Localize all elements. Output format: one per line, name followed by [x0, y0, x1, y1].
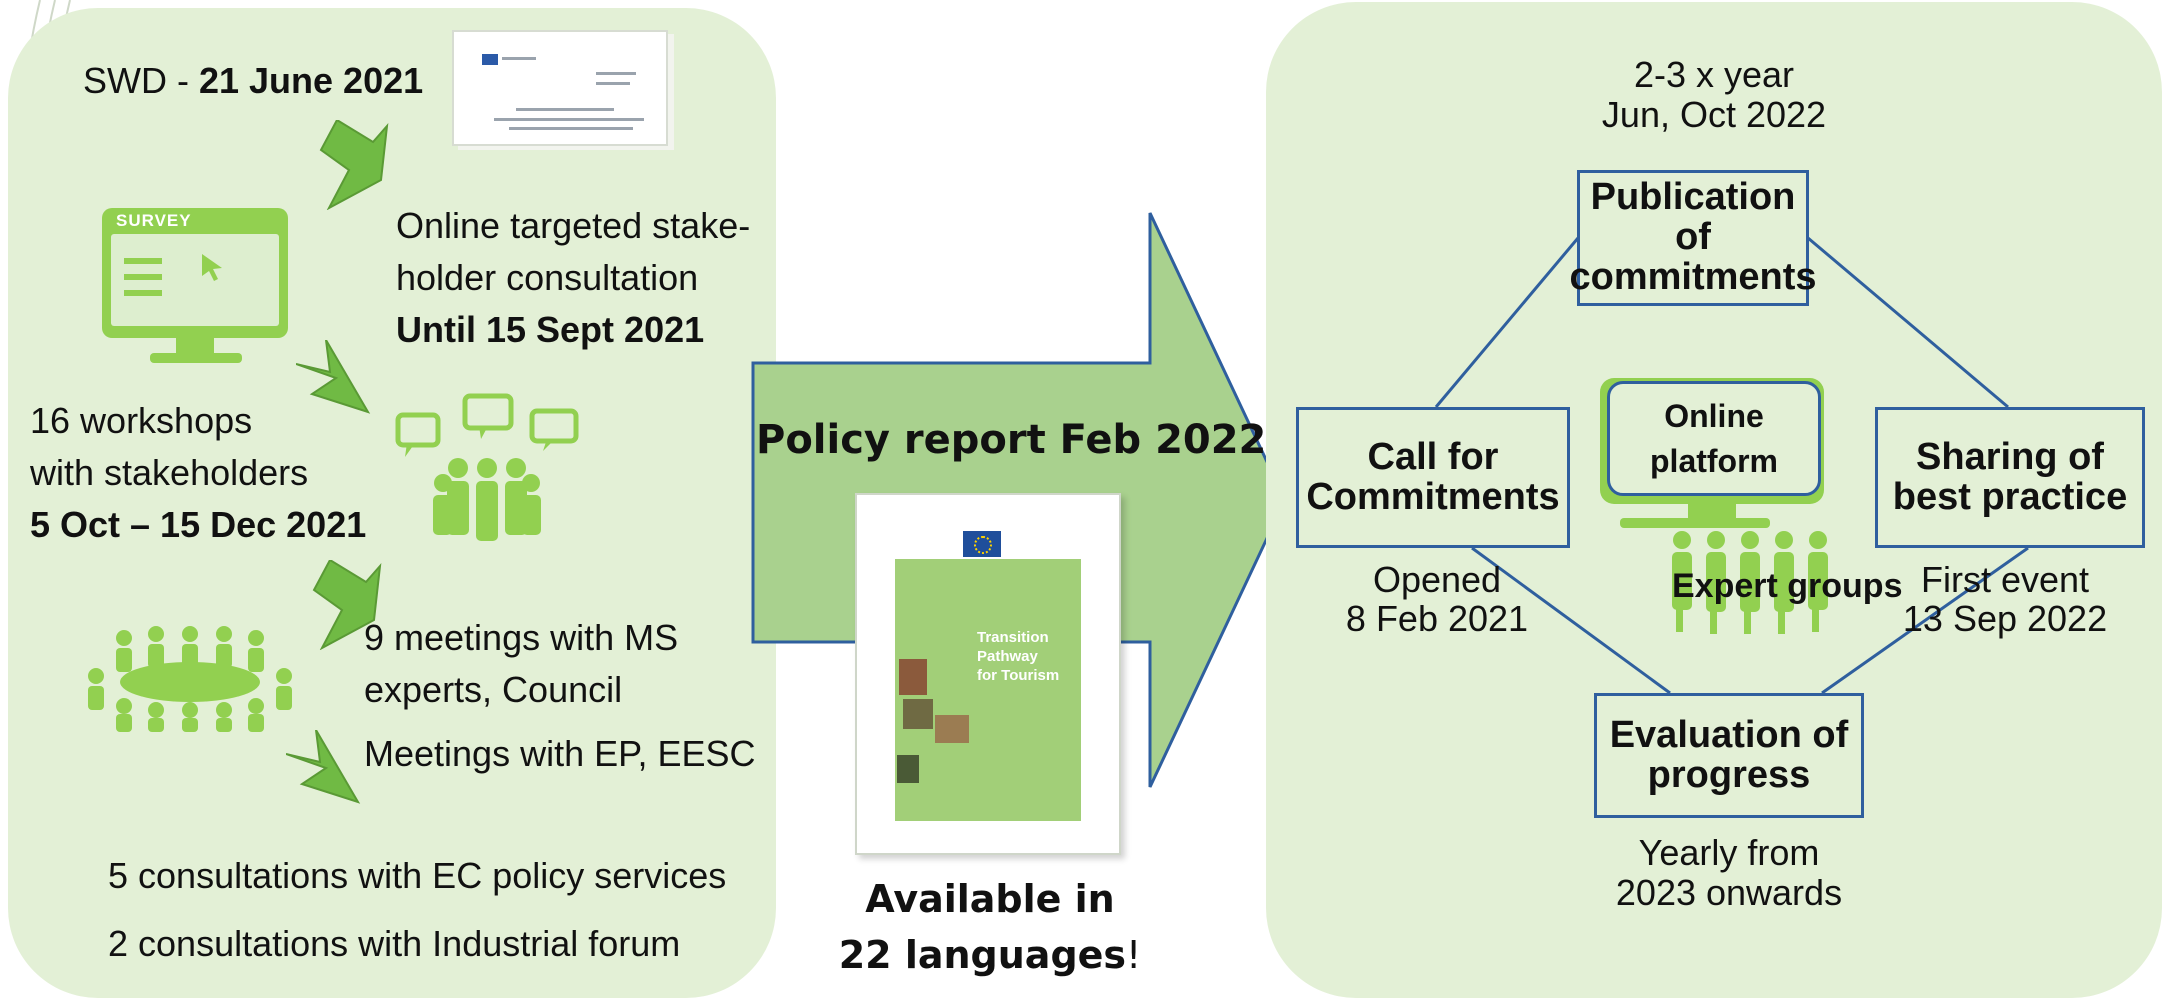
cover-title-line2: Pathway	[977, 648, 1038, 665]
survey-line	[124, 258, 162, 264]
swd-prefix: SWD -	[83, 60, 199, 101]
cover-title-line1: Transition	[977, 629, 1049, 646]
frequency-line2: Jun, Oct 2022	[1601, 94, 1827, 135]
expert-group-icon	[1672, 531, 1828, 634]
evaluation-line2: progress	[1647, 753, 1811, 796]
publication-line1: Publication of	[1590, 176, 1796, 259]
survey-monitor-icon: SURVEY	[102, 208, 288, 338]
chevron-down-icon	[319, 120, 389, 210]
survey-line	[124, 274, 162, 280]
cover-artwork: Transition Pathway for Tourism	[895, 559, 1081, 821]
survey-line	[124, 290, 162, 296]
survey-label: SURVEY	[116, 211, 192, 230]
survey-screen	[111, 234, 279, 326]
cover-photo	[935, 715, 969, 743]
stakeholder-group-icon	[395, 393, 579, 541]
yearly-line1: Yearly from	[1638, 832, 1820, 873]
online-platform-box: Online platform	[1607, 381, 1821, 496]
swd-date: 21 June 2021	[198, 60, 424, 101]
cover-title-line3: for Tourism	[977, 667, 1060, 684]
sharing-line2: best practice	[1892, 475, 2128, 518]
workshops-line1: 16 workshops	[30, 400, 253, 441]
cursor-icon	[202, 254, 222, 281]
first-event-line2: 13 Sep 2022	[1902, 598, 2108, 639]
swd-document-thumbnail	[452, 30, 668, 146]
platform-base	[1620, 518, 1770, 528]
frequency-line1: 2-3 x year	[1633, 54, 1795, 95]
policy-report-cover: Transition Pathway for Tourism	[855, 493, 1121, 855]
eu-logo-icon	[482, 54, 498, 65]
availability-line2: 22 languages!	[800, 928, 1180, 983]
eu-stars-icon	[974, 536, 992, 554]
ms-meetings-line1: 9 meetings with MS	[364, 617, 679, 658]
monitor-stand	[176, 338, 214, 356]
opened-line1: Opened	[1372, 559, 1502, 600]
call-line2: Commitments	[1306, 475, 1560, 518]
consultation-deadline: Until 15 Sept 2021	[396, 309, 705, 350]
expert-groups-label: Expert groups	[1672, 567, 1903, 605]
policy-report-title: Policy report Feb 2022	[756, 417, 1267, 463]
monitor-base	[150, 353, 242, 363]
ep-meetings: Meetings with EP, EESC	[364, 733, 756, 774]
yearly-line2: 2023 onwards	[1615, 872, 1843, 913]
doc-line	[502, 57, 536, 60]
industrial-consultations: 2 consultations with Industrial forum	[108, 923, 681, 964]
doc-line	[509, 127, 633, 130]
availability-exclaim: !	[1126, 933, 1142, 977]
evaluation-line1: Evaluation of	[1609, 713, 1849, 756]
online-line1: Online	[1664, 397, 1764, 434]
consultation-line1: Online targeted stake-	[396, 205, 751, 246]
consultation-panel	[8, 8, 776, 998]
ms-meetings-line2: experts, Council	[364, 669, 623, 710]
call-line1: Call for	[1367, 435, 1499, 478]
workshops-dates: 5 Oct – 15 Dec 2021	[30, 504, 367, 545]
doc-line	[516, 108, 614, 111]
availability-languages: 22 languages	[838, 933, 1127, 977]
doc-line	[596, 72, 636, 75]
chevron-down-icon	[286, 730, 361, 804]
platform-stand	[1688, 502, 1736, 520]
online-line2: platform	[1650, 442, 1778, 479]
cover-photo	[903, 699, 933, 729]
workshops-line2: with stakeholders	[30, 452, 309, 493]
cover-photo	[897, 755, 919, 783]
cover-photo	[899, 659, 927, 695]
eu-flag-icon	[963, 531, 1001, 557]
cycle-connectors	[1434, 236, 2029, 695]
ec-consultations: 5 consultations with EC policy services	[108, 855, 727, 896]
first-event-line1: First event	[1920, 559, 2090, 600]
chevron-down-icon	[296, 340, 371, 414]
availability-line1: Available in	[865, 877, 1115, 921]
sharing-line1: Sharing of	[1916, 435, 2104, 478]
opened-line2: 8 Feb 2021	[1345, 598, 1529, 639]
meeting-table-icon	[88, 626, 292, 732]
doc-line	[494, 118, 644, 121]
swd-label: SWD - 21 June 2021	[83, 55, 423, 107]
doc-line	[596, 82, 630, 85]
publication-line2: commitments	[1569, 255, 1817, 298]
chevron-down-icon	[312, 560, 382, 650]
consultation-line2: holder consultation	[396, 257, 699, 298]
